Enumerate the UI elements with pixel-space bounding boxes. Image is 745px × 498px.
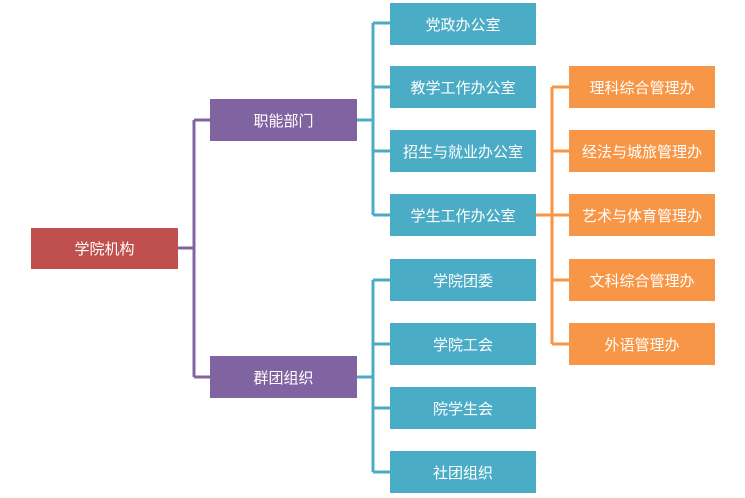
sub-leaf-node: 外语管理办: [569, 323, 715, 365]
sub-leaf-node: 经法与城旅管理办: [569, 130, 715, 172]
leaf-node: 学院工会: [390, 323, 536, 365]
branch-node-mass-organizations: 群团组织: [210, 356, 357, 398]
sub-leaf-node: 文科综合管理办: [569, 259, 715, 301]
branch2-connectors: [357, 278, 390, 474]
leaf-node: 党政办公室: [390, 3, 536, 45]
sub-leaf-node: 艺术与体育管理办: [569, 194, 715, 236]
leaf-node: 院学生会: [390, 387, 536, 429]
branch-node-functional-departments: 职能部门: [210, 99, 357, 141]
sub-branch-connectors: [536, 85, 569, 346]
leaf-node: 教学工作办公室: [390, 66, 536, 108]
leaf-node-student-affairs: 学生工作办公室: [390, 194, 536, 236]
leaf-node: 学院团委: [390, 259, 536, 301]
leaf-node: 招生与就业办公室: [390, 130, 536, 172]
root-connectors: [178, 118, 210, 379]
branch1-connectors: [357, 21, 390, 217]
leaf-node: 社团组织: [390, 451, 536, 493]
sub-leaf-node: 理科综合管理办: [569, 66, 715, 108]
root-node: 学院机构: [31, 228, 178, 269]
